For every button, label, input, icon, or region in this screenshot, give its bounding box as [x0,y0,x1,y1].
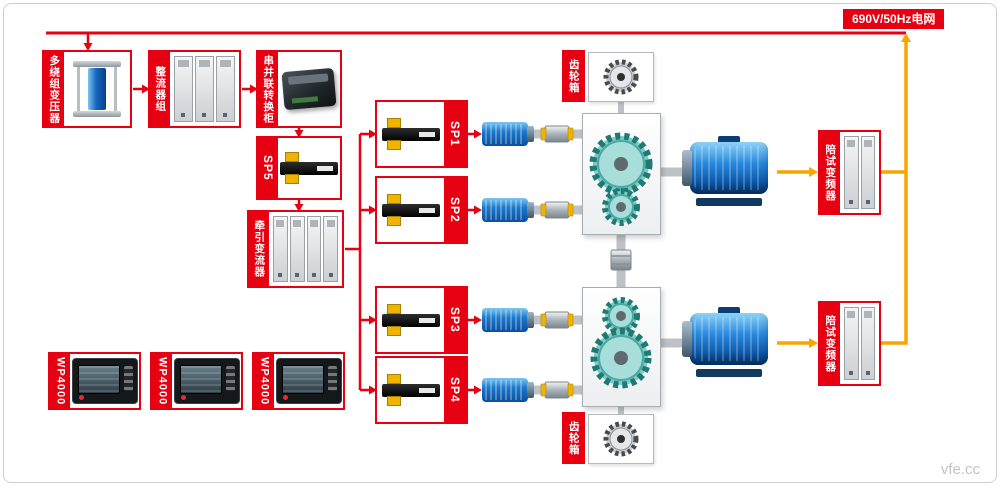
watermark-text: vfe.cc [940,461,980,478]
node-wp4000-3: WP4000 [252,352,345,410]
yellow-arrows [777,33,911,348]
grid-voltage-banner: 690V/50Hz电网 [843,9,945,29]
wp4000-3-instrument-icon [274,354,343,408]
drive-motor-1-icon [480,119,534,149]
node-transformer: 多绕组变压器 [42,50,132,128]
node-sp2: SP2 [375,176,468,244]
gearbox-bottom-gears-icon [590,297,652,389]
wp4000-1-label: WP4000 [50,354,70,408]
gearbox-bottom-photo-icon [588,414,654,464]
sp5-transducer-icon [278,138,340,198]
aux-vfd-bottom-label: 陪试变频器 [820,303,840,384]
node-sp1: SP1 [375,100,468,168]
gearbox-top-case [582,113,661,235]
drive-motor-4-icon [480,375,534,405]
transformer-label: 多绕组变压器 [44,52,64,126]
node-sp3: SP3 [375,286,468,354]
rectifier-cabinet-icon [170,52,239,126]
gearbox-bottom-labelbox: 齿轮箱 [562,412,585,464]
red-arrows [83,33,482,395]
load-motor-bottom-icon [680,307,775,379]
sp1-label: SP1 [444,102,466,166]
aux-vfd-top-cabinet-icon [840,132,879,213]
gearbox-bottom-case [582,287,661,407]
node-aux-vfd-bottom: 陪试变频器 [818,301,881,386]
rectifier-label: 整流器组 [150,52,170,126]
drive-motor-3-icon [480,305,534,335]
node-wp4000-1: WP4000 [48,352,141,410]
sp2-transducer-icon [377,178,444,242]
gearbox-bottom-label: 齿轮箱 [567,420,580,456]
red-links [345,134,362,390]
switch-device-icon [278,52,340,126]
frame-border [3,3,997,483]
series-parallel-label: 串并联转换柜 [258,52,278,126]
wp4000-1-instrument-icon [70,354,139,408]
drive-motor-2-icon [480,195,534,225]
sp5-label: SP5 [258,138,278,198]
node-aux-vfd-top: 陪试变频器 [818,130,881,215]
node-wp4000-2: WP4000 [150,352,243,410]
gearbox-top-labelbox: 齿轮箱 [562,50,585,102]
wp4000-2-instrument-icon [172,354,241,408]
gear-icon [603,59,639,95]
sp3-transducer-icon [377,288,444,352]
coupling-icons [540,125,632,399]
node-traction-converter: 牵引变流器 [247,210,344,288]
sp4-label: SP4 [444,358,466,422]
grid-voltage-label: 690V/50Hz电网 [852,12,936,26]
sp3-label: SP3 [444,288,466,352]
gear-icon [603,421,639,457]
watermark: vfe.cc [941,461,980,478]
node-sp4: SP4 [375,356,468,424]
sp1-transducer-icon [377,102,444,166]
transformer-icon [64,52,130,126]
sp2-label: SP2 [444,178,466,242]
gearbox-top-label: 齿轮箱 [567,58,580,94]
wp4000-3-label: WP4000 [254,354,274,408]
aux-vfd-bottom-cabinet-icon [840,303,879,384]
traction-converter-cabinet-icon [269,212,342,286]
node-sp5: SP5 [256,136,342,200]
node-series-parallel-cabinet: 串并联转换柜 [256,50,342,128]
load-motor-top-icon [680,136,775,208]
wp4000-2-label: WP4000 [152,354,172,408]
node-rectifier: 整流器组 [148,50,241,128]
gearbox-top-photo-icon [588,52,654,102]
aux-vfd-top-label: 陪试变频器 [820,132,840,213]
gearbox-top-gears-icon [589,132,653,226]
traction-converter-label: 牵引变流器 [249,212,269,286]
sp4-transducer-icon [377,358,444,422]
